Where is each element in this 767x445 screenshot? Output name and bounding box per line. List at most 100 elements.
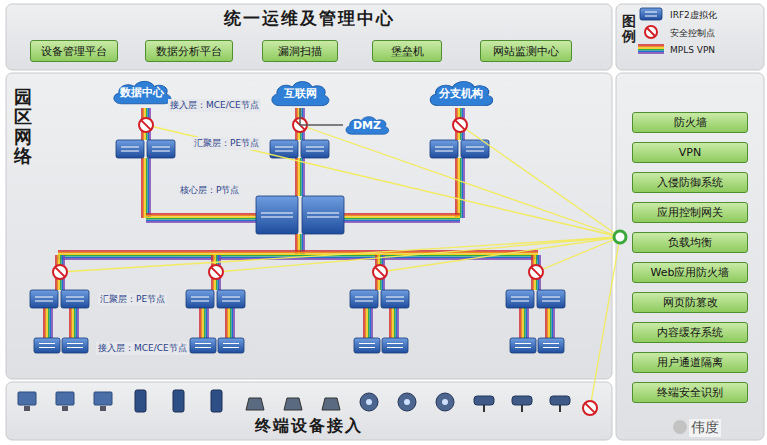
legend-sample — [638, 44, 664, 46]
switch-arrow — [435, 151, 453, 152]
switch-icon — [116, 140, 144, 158]
function-box: 数据分析平台 — [145, 40, 233, 62]
mpls-bundle — [141, 158, 143, 218]
mpls-bundle — [344, 218, 460, 220]
mpls-bundle — [368, 308, 370, 338]
mpls-bundle — [303, 158, 305, 196]
function-box: 终端安全识别 — [632, 382, 748, 403]
switch-icon — [350, 290, 378, 308]
terminal-icon — [474, 396, 494, 405]
switch-arrow — [35, 301, 53, 302]
mpls-bundle — [302, 158, 304, 196]
layer-label: 核心层：P节点 — [178, 184, 241, 197]
switch-arrow — [152, 151, 170, 152]
mpls-bundle — [58, 252, 538, 254]
switch-arrow — [386, 297, 404, 298]
layer-label: 接入层：MCE/CE节点 — [168, 99, 261, 112]
security-point — [211, 267, 221, 277]
node-text: 用户通道隔离 — [657, 355, 723, 370]
node-text: DMZ — [353, 119, 381, 132]
mpls-bundle — [71, 308, 73, 338]
switch-arrow — [355, 297, 373, 298]
switch-arrow — [67, 343, 83, 344]
switch-icon — [61, 290, 89, 308]
mpls-bundle — [146, 216, 256, 218]
terminal-icon — [483, 405, 485, 412]
switch-arrow — [275, 147, 293, 148]
switch-arrow — [307, 213, 339, 214]
mpls-bundle — [365, 308, 367, 338]
switch-icon — [34, 338, 60, 353]
node-text: 入侵防御系统 — [657, 175, 723, 190]
switch-arrow — [275, 151, 293, 152]
mpls-bundle — [521, 308, 523, 338]
switch-arrow — [66, 301, 84, 302]
mpls-bundle — [371, 308, 373, 338]
node-text: 内容缓存系统 — [657, 325, 723, 340]
security-point — [647, 28, 655, 36]
legend-sample — [638, 52, 664, 54]
security-point — [583, 401, 597, 415]
mpls-bundle — [463, 158, 465, 218]
connector-line — [300, 108, 343, 125]
connector — [300, 108, 343, 125]
switch-arrow — [223, 347, 239, 348]
mpls-bundle — [298, 158, 300, 196]
switch-icon — [510, 338, 536, 353]
switch-icon — [62, 338, 88, 353]
control-hub — [614, 231, 626, 243]
function-box: 应用控制网关 — [632, 202, 748, 223]
control-line — [536, 237, 620, 272]
switch-arrow — [466, 147, 484, 148]
cloud-outline — [272, 82, 329, 106]
mpls-bundle — [146, 158, 148, 218]
mpls-bundle — [552, 308, 554, 338]
security-point — [373, 265, 387, 279]
cloud-node: 分支机构 — [426, 78, 496, 108]
mpls-bundle — [300, 158, 302, 196]
function-box: 设备管理平台 — [30, 40, 118, 62]
switch-arrow — [306, 151, 324, 152]
legend-text: 安全控制点 — [670, 27, 715, 40]
mpls-bundle — [204, 308, 206, 338]
mpls-bundle — [148, 158, 150, 218]
function-box: 防火墙 — [632, 112, 748, 133]
mpls-bundle — [526, 308, 528, 338]
mpls-bundle — [225, 308, 227, 338]
switch-arrow — [359, 343, 375, 344]
mpls-bundle — [457, 158, 459, 218]
terminal-icon — [18, 392, 36, 405]
terminal-icon — [322, 398, 340, 410]
mpls-bundle — [519, 308, 521, 338]
mpls-bundle — [146, 215, 256, 217]
switch-icon — [218, 338, 244, 353]
mpls-bundle — [58, 253, 538, 255]
node-text: 负载均衡 — [668, 235, 712, 250]
switch-icon — [147, 140, 175, 158]
mpls-bundle — [48, 308, 50, 338]
mpls-bundle — [77, 308, 79, 338]
switch-icon — [381, 290, 409, 308]
panel-ground — [616, 4, 764, 70]
switch-icon — [186, 290, 214, 308]
mpls-bundle — [146, 221, 256, 223]
node-text: 分支机构 — [439, 86, 483, 101]
node-text: 互联网 — [284, 86, 317, 101]
terminal-icon — [284, 398, 302, 410]
security-point — [529, 265, 543, 279]
mpls-bundle — [199, 308, 201, 338]
function-box: 漏洞扫描 — [262, 40, 338, 62]
switch-arrow — [355, 301, 373, 302]
switch-arrow — [645, 12, 657, 13]
switch-icon — [430, 140, 458, 158]
mpls-bundle — [228, 308, 230, 338]
switch-arrow — [387, 343, 403, 344]
switch-arrow — [261, 213, 293, 214]
mpls-bundle — [202, 308, 204, 338]
function-box: 内容缓存系统 — [632, 322, 748, 343]
security-point — [585, 403, 595, 413]
switch-icon — [538, 338, 564, 353]
cloud-outline — [114, 81, 171, 103]
mpls-bundle — [396, 308, 398, 338]
